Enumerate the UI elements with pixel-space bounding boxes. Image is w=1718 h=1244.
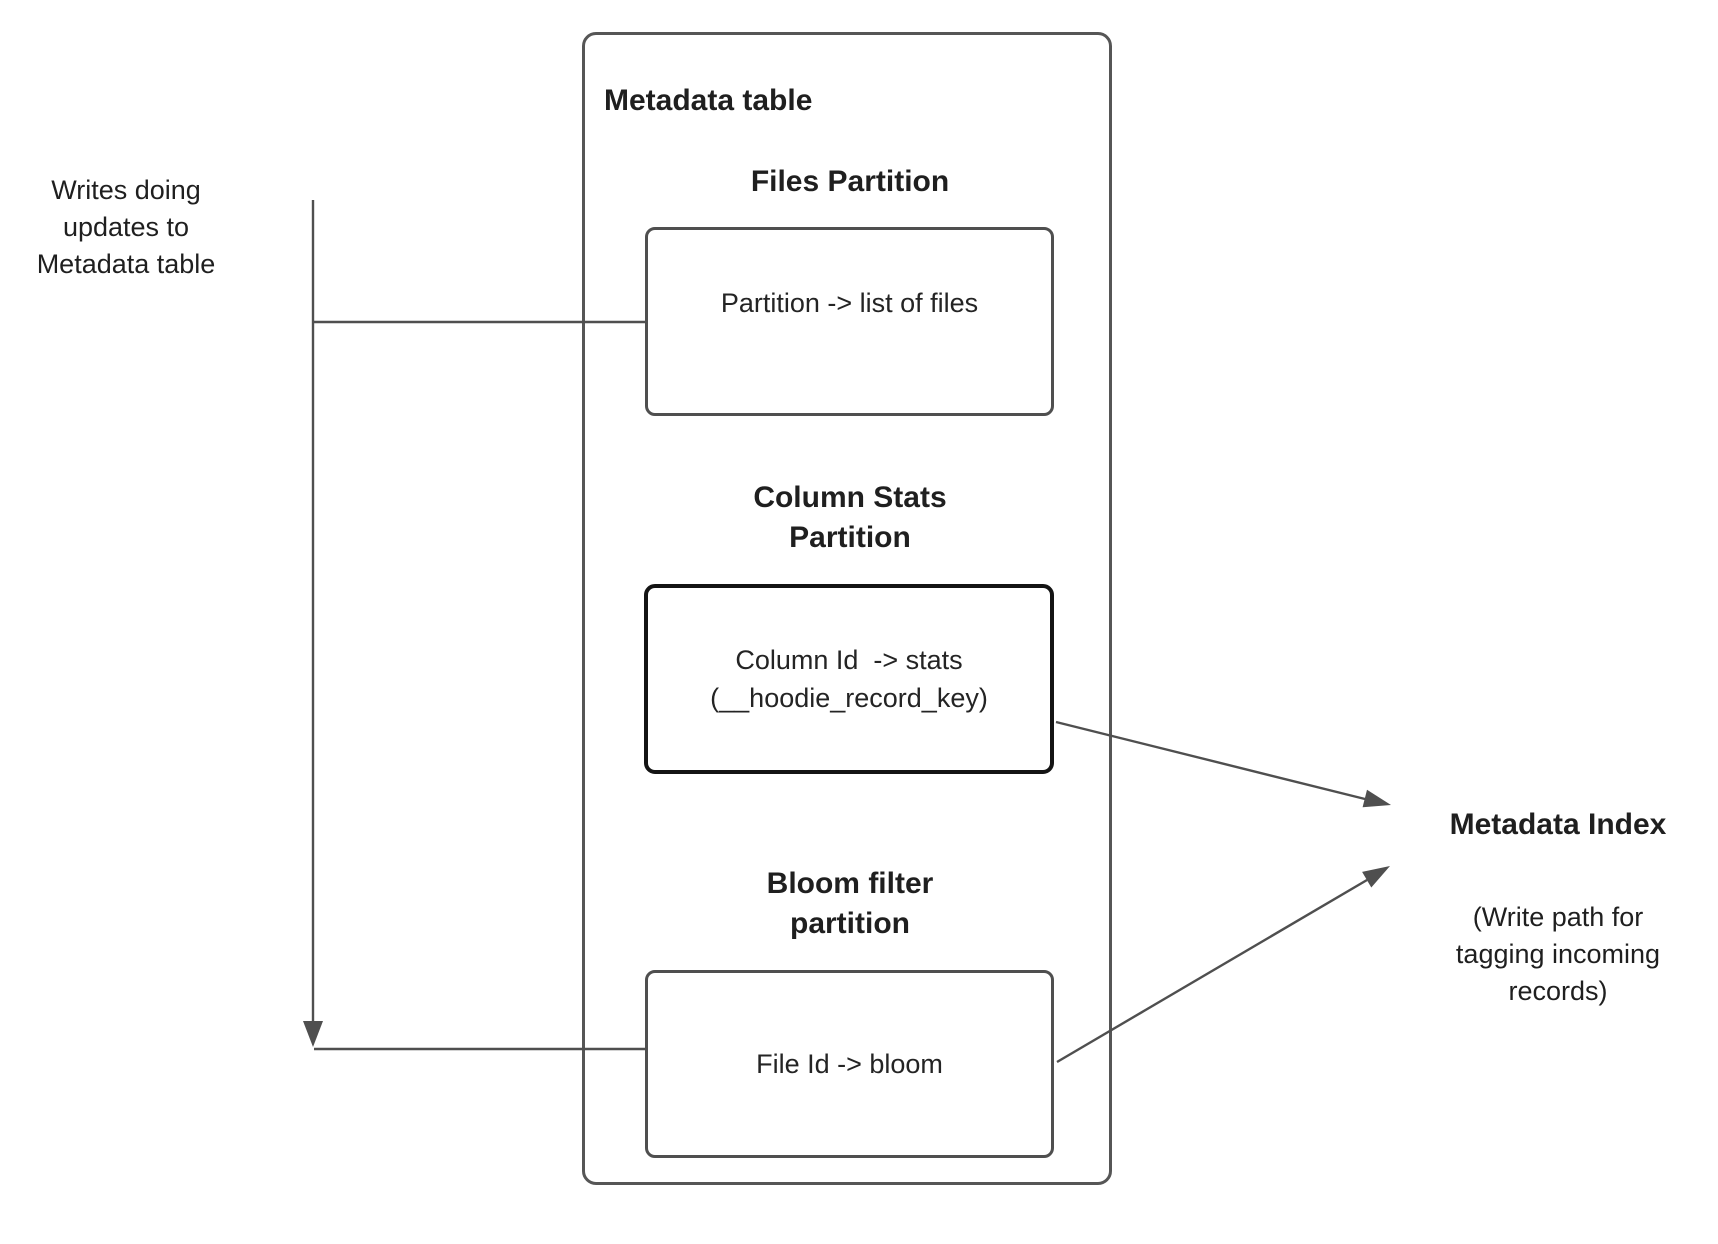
bloom-filter-partition-box-text: File Id -> bloom xyxy=(756,1049,943,1079)
metadata-table-box xyxy=(582,32,1112,1185)
files-partition-heading: Files Partition xyxy=(750,165,950,198)
metadata-index-title: Metadata Index xyxy=(1449,808,1667,841)
stats-to-index-arrowhead xyxy=(1362,789,1391,808)
files-partition-box: Partition -> list of files xyxy=(645,227,1054,416)
bloom-to-index-arrowhead xyxy=(1362,866,1390,888)
bloom-filter-partition-heading: Bloom filter partition xyxy=(766,867,934,940)
column-stats-partition-box-text: Column Id -> stats (__hoodie_record_key) xyxy=(710,645,988,713)
column-stats-partition-box: Column Id -> stats (__hoodie_record_key) xyxy=(644,584,1054,774)
files-partition-box-text: Partition -> list of files xyxy=(720,288,979,318)
metadata-table-title: Metadata table xyxy=(604,84,813,117)
bloom-filter-partition-box: File Id -> bloom xyxy=(645,970,1054,1158)
writes-down-arrowhead xyxy=(303,1021,323,1047)
metadata-index-subtitle: (Write path for tagging incoming records… xyxy=(1455,902,1661,1006)
writes-updates-label: Writes doing updates to Metadata table xyxy=(36,175,216,279)
column-stats-partition-heading: Column Stats Partition xyxy=(753,481,947,554)
